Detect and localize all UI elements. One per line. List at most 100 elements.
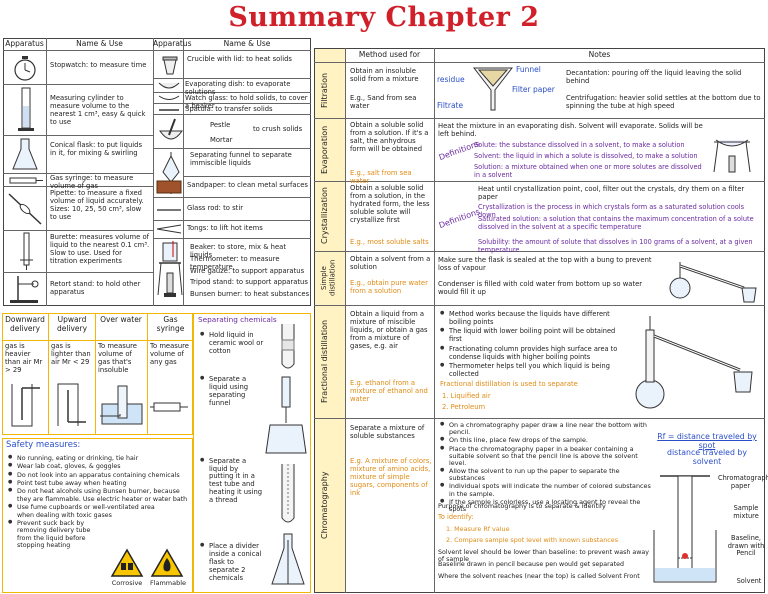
crucible-icon — [162, 56, 178, 75]
fractional-distillation-note: The liquid with lower boiling point will… — [440, 327, 630, 343]
filtration-label-residue: residue — [437, 75, 465, 84]
test-tube-cotton-icon — [281, 324, 295, 369]
chromatography-label-paper: Chromatography paper — [718, 474, 768, 490]
fractional-distillation-example: E.g. ethanol from a mixture of ethanol a… — [350, 379, 428, 403]
method-label-crystallization: Crystallization — [320, 187, 329, 245]
pipette-icon — [8, 193, 42, 225]
filtration-used-for: Obtain an insoluble solid from a mixture — [350, 67, 419, 83]
mortar-pestle-icon — [159, 118, 183, 140]
upward-delivery-desc: gas is lighter than air Mr < 29 — [51, 342, 91, 366]
evaporation-used-for: Obtain a soluble solid from a solution. … — [350, 121, 429, 153]
chromatography-note: On this line, place few drops of the sam… — [440, 437, 652, 444]
chromatography-note: On a chromatography paper draw a line ne… — [440, 421, 652, 436]
method-label-evaporation: Evaporation — [320, 125, 329, 174]
gas-syringe-collection-icon — [150, 402, 188, 412]
simple-distillation-example: E.g., obtain pure water from a solution — [350, 279, 428, 295]
conical-flask-icon — [12, 138, 38, 170]
filtration-example: E.g., Sand from sea water — [350, 94, 417, 110]
separating-item: Separate a liquid by putting it in a tes… — [200, 457, 264, 506]
method-label-chromatography: Chromatography — [320, 471, 329, 540]
watch-glass-icon — [158, 95, 180, 100]
method-label-simple-distillation: Simple distillation — [320, 259, 337, 297]
header-gas-syringe: Gas syringe — [156, 315, 185, 333]
chromatography-example: E.g. A mixture of colors, mixture of ami… — [350, 457, 432, 497]
measuring-cylinder-icon — [18, 87, 34, 131]
apparatus-pipette: Pipette: to measure a fixed volume of li… — [50, 189, 144, 221]
header-downward-delivery: Downward delivery — [5, 315, 45, 333]
chromatography-identify-step: 2. Compare sample spot level with known … — [446, 536, 619, 544]
crystallization-def: Solubility: the amount of solute that di… — [478, 238, 753, 254]
fractional-distillation-note: Method works because the liquids have di… — [440, 310, 630, 326]
fractional-distillation-use: 1. Liquified air — [442, 392, 491, 400]
crystallization-used-for: Obtain a soluble solid from a solution, … — [350, 184, 430, 224]
header-method-used-for: Method used for — [358, 50, 421, 59]
apparatus-tripod-stand: Tripod stand: to support apparatus — [190, 278, 308, 286]
apparatus-evaporating-dish: Evaporating dish: to evaporate solutions — [185, 80, 291, 96]
apparatus-tongs: Tongs: to lift hot items — [187, 224, 263, 232]
simple-distillation-icon — [669, 262, 757, 303]
apparatus-wire-gauze: Wire gauze: to support apparatus — [190, 267, 305, 275]
chromatography-note: Allow the solvent to run up the paper to… — [440, 467, 652, 482]
apparatus-pestle: Pestle — [210, 121, 231, 129]
method-label-fractional-distillation: Fractional distillation — [320, 319, 329, 404]
apparatus-burette: Burette: measures volume of liquid to th… — [50, 233, 150, 265]
apparatus-glass-rod: Glass rod: to stir — [187, 204, 244, 212]
bunsen-heating-setup-icon — [157, 241, 183, 297]
apparatus-spatula: Spatula: to transfer solids — [185, 105, 273, 113]
simple-distillation-note: Condenser is filled with cold water from… — [438, 280, 643, 296]
fractional-distillation-use: 2. Petroleum — [442, 403, 486, 411]
evaporation-example: E.g., salt from sea water — [350, 169, 412, 185]
evaporating-dish-setup-icon — [713, 139, 751, 173]
evaporating-dish-icon — [158, 82, 180, 89]
apparatus-pestle-mortar-use: to crush solids — [253, 125, 303, 133]
apparatus-conical-flask: Conical flask: to put liquids in it, for… — [50, 141, 143, 157]
header-name-use-1: Name & Use — [76, 39, 123, 48]
filtration-note: Decantation: pouring off the liquid leav… — [566, 69, 742, 85]
simple-distillation-note: Make sure the flask is sealed at the top… — [438, 256, 652, 272]
fractional-distillation-uses-heading: Fractional distillation is used to separ… — [440, 380, 578, 388]
chromatography-label-baseline: Baseline, drawn with Pencil — [727, 534, 765, 558]
apparatus-measuring-cylinder: Measuring cylinder to measure volume to … — [50, 94, 146, 126]
safety-panel — [2, 438, 193, 593]
glass-rod-icon — [157, 209, 181, 211]
filtration-note: Centrifugation: heavier solid settles at… — [566, 94, 761, 110]
safety-heading: Safety measures: — [6, 440, 81, 450]
separating-funnel-setup-icon — [265, 376, 307, 454]
crystallization-def: Crystallization is the process in which … — [478, 203, 745, 219]
simple-distillation-used-for: Obtain a solvent from a solution — [350, 255, 431, 271]
header-apparatus-1: Apparatus — [5, 39, 44, 48]
over-water-icon — [100, 385, 143, 425]
safety-item: Do not look into an apparatus containing… — [8, 472, 190, 479]
chromatography-tail-note: Where the solvent reaches (near the top)… — [438, 573, 640, 580]
apparatus-gas-syringe: Gas syringe: to measure volume of gas — [50, 174, 134, 190]
apparatus-mortar: Mortar — [210, 136, 233, 144]
flammable-label: Flammable — [149, 579, 187, 587]
safety-item: Wear lab coat, gloves, & goggles — [8, 463, 190, 470]
chromatography-tail-note: Baseline drawn in pencil because pen wou… — [438, 561, 624, 568]
methods-table — [314, 48, 765, 593]
apparatus-table — [3, 38, 311, 306]
burette-icon — [20, 232, 33, 270]
spatula-icon — [159, 109, 179, 111]
filtration-label-filtrate: Filtrate — [437, 101, 464, 110]
apparatus-bunsen-burner: Bunsen burner: to heat substances — [190, 290, 310, 298]
gas-syringe-desc: To measure volume of any gas — [150, 342, 189, 366]
rf-formula-denominator: distance traveled by solvent — [667, 448, 747, 467]
fractional-distillation-note: Fractionating column provides high surfa… — [440, 345, 630, 361]
apparatus-thermometer: Thermometer: to measure temperature — [190, 255, 280, 271]
chromatography-note: Individual spots will indicate the numbe… — [440, 483, 652, 498]
tongs-icon — [156, 224, 182, 234]
flammable-hazard-icon — [150, 548, 184, 577]
separating-item: Hold liquid in ceramic wool or cotton — [200, 331, 264, 356]
chromatography-identify-step: 1. Measure Rf value — [446, 525, 510, 533]
safety-item: Do not heat alcohols using Bunsen burner… — [8, 488, 190, 503]
crystallization-def: Saturated solution: a solution that cont… — [478, 215, 754, 231]
gas-syringe-icon — [9, 177, 43, 184]
apparatus-beaker: Beaker: to store, mix & heat liquids — [190, 243, 286, 259]
over-water-desc: To measure volume of gas that's insolubl… — [98, 342, 137, 374]
filtration-funnel-icon — [472, 67, 514, 111]
chromatography-purpose: Purpose of chromatography is to separate… — [438, 502, 606, 510]
filtration-label-filter-paper: Filter paper — [512, 85, 555, 94]
separating-heading: Separating chemicals — [198, 315, 277, 324]
corrosive-label: Corrosive — [111, 579, 143, 587]
